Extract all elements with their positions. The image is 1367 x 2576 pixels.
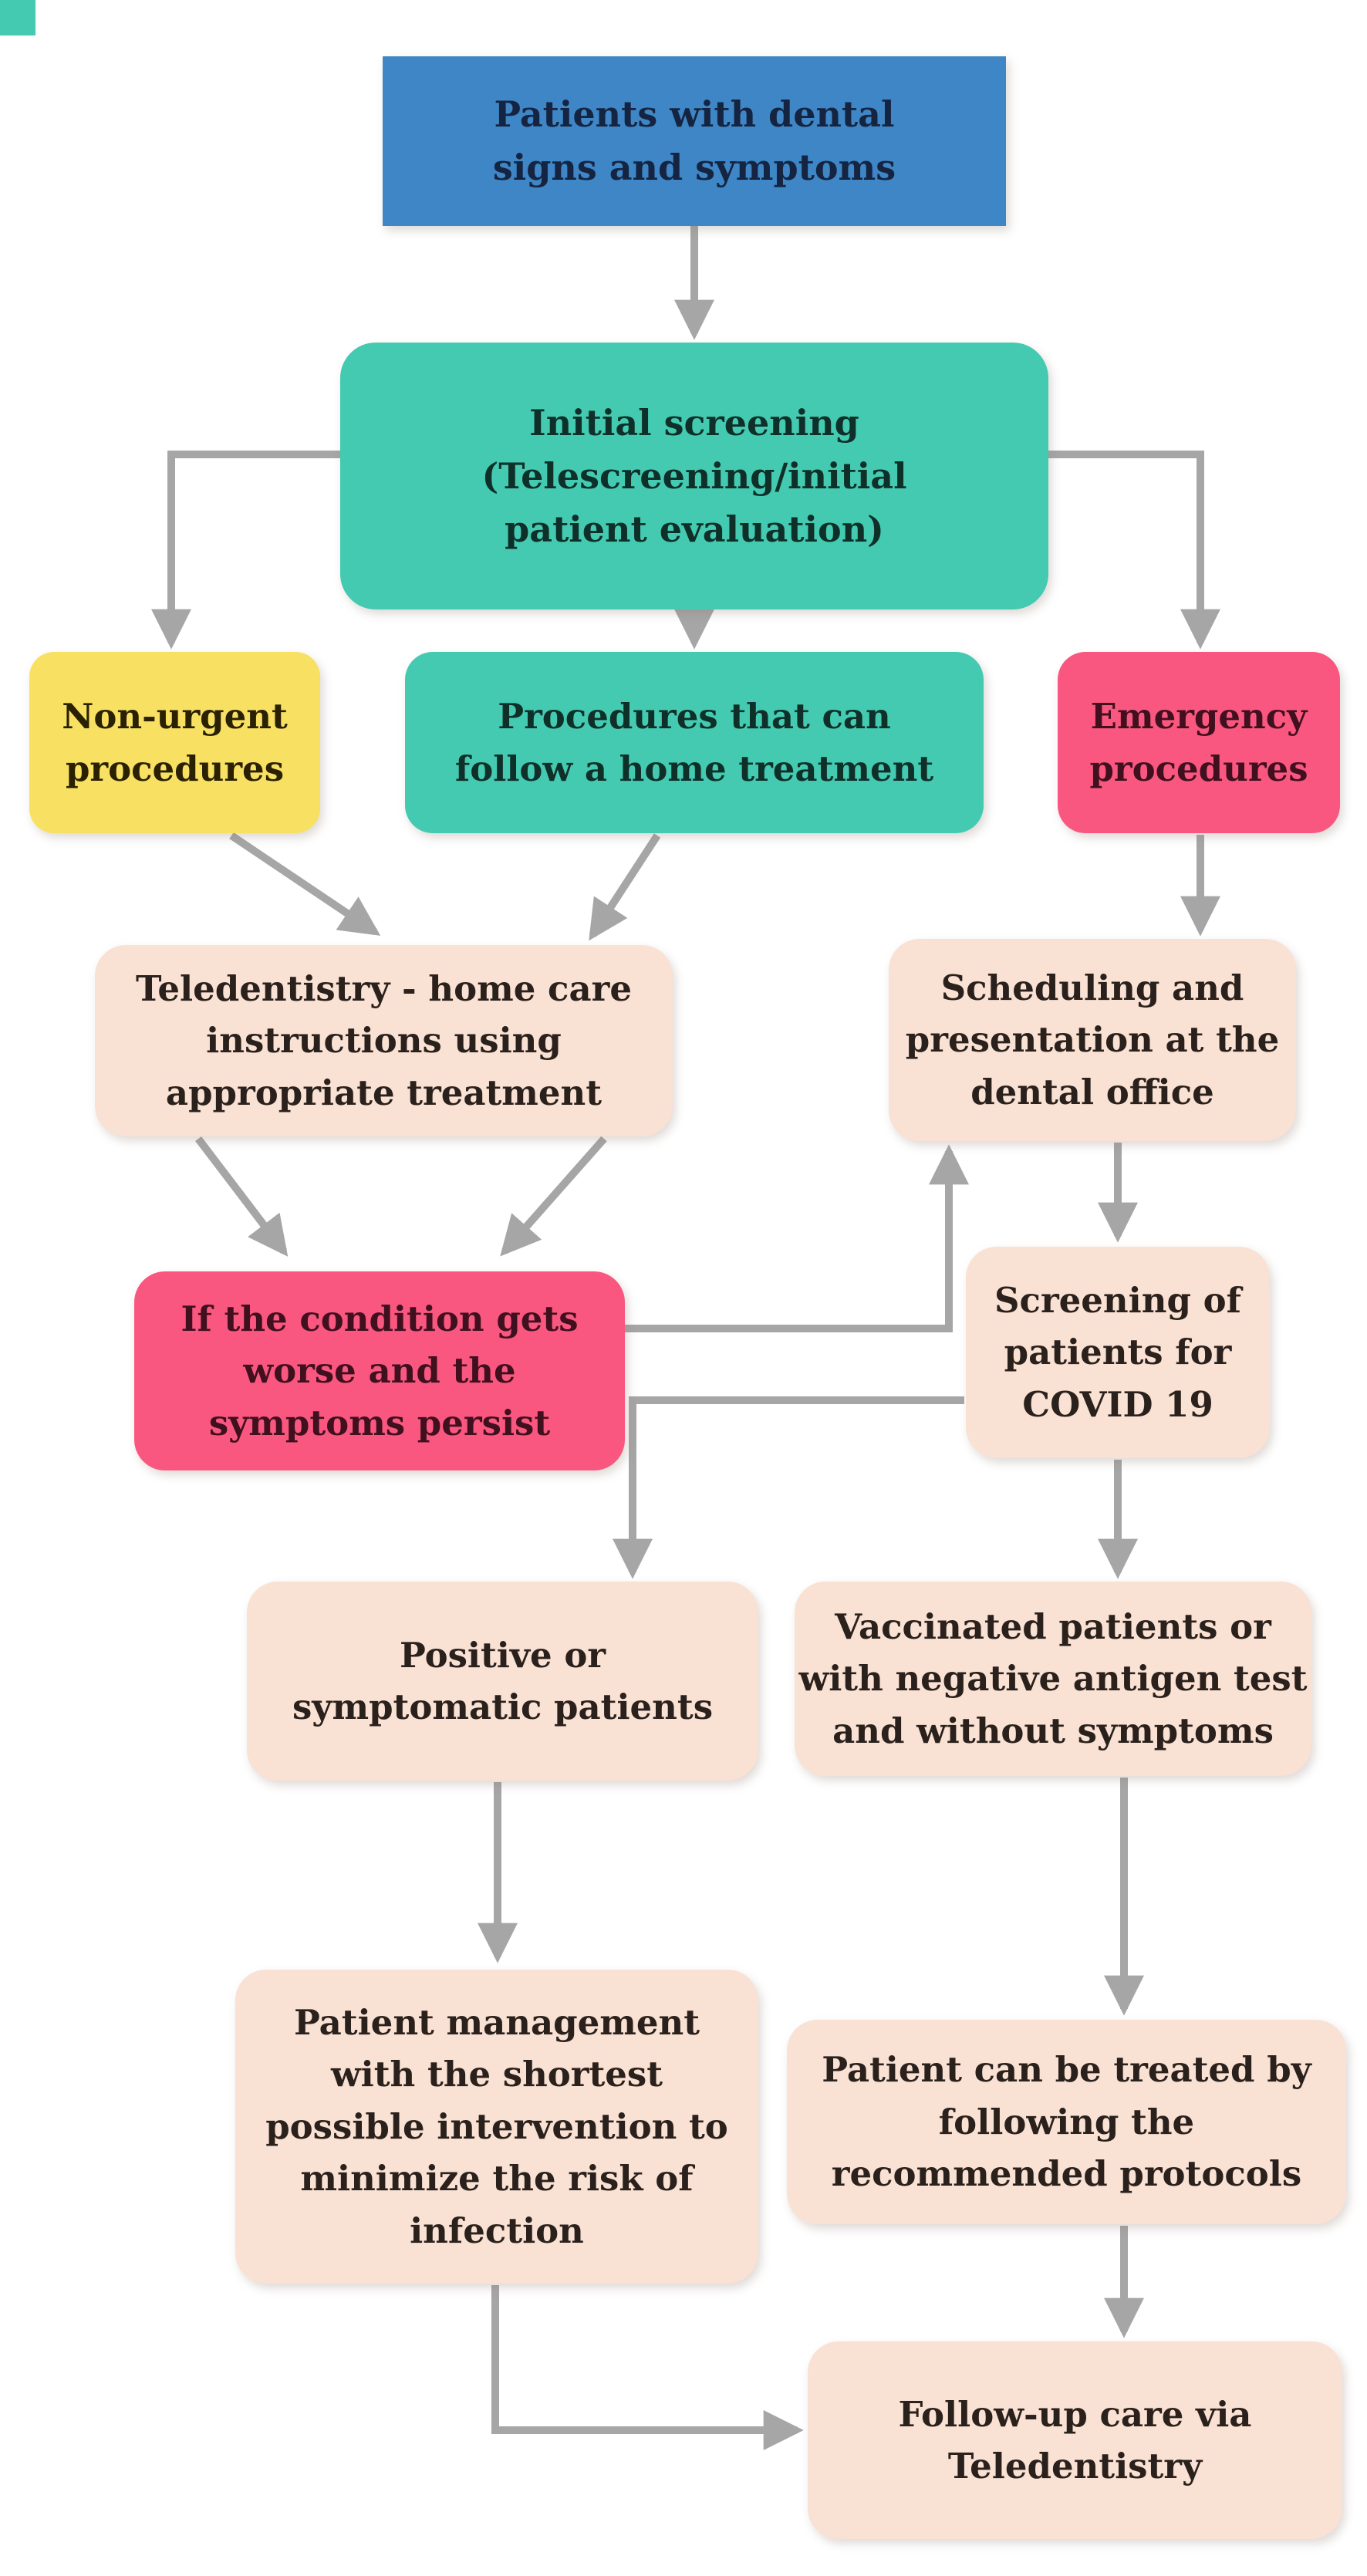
node-protocols: Patient can be treated by following the … [787, 2020, 1346, 2224]
node-positive: Positive or symptomatic patients [247, 1582, 758, 1781]
arrow-non-urgent-to-teledentistry [229, 832, 381, 936]
corner-accent-square [0, 0, 35, 35]
arrow-teledentistry-to-worse-right [500, 1136, 607, 1257]
arrow-worse-to-scheduling [625, 1144, 969, 1332]
node-initial-screening: Initial screening (Telescreening/initial… [340, 343, 1048, 609]
node-emergency: Emergency procedures [1058, 652, 1340, 833]
arrow-home-treatment-to-teledentistry [589, 833, 661, 941]
arrow-screening-to-positive [613, 1396, 964, 1579]
node-followup: Follow-up care via Teledentistry [808, 2341, 1342, 2539]
arrow-management-to-followup [491, 2285, 804, 2450]
arrow-initial-to-non-urgent [151, 451, 340, 650]
node-non-urgent: Non-urgent procedures [29, 652, 320, 833]
node-management: Patient management with the shortest pos… [235, 1970, 758, 2284]
node-patients: Patients with dental signs and symptoms [383, 56, 1006, 226]
node-covid-screening: Screening of patients for COVID 19 [966, 1247, 1270, 1458]
arrow-initial-to-emergency [1048, 451, 1220, 650]
arrow-teledentistry-to-worse-left [195, 1136, 289, 1257]
node-vaccinated: Vaccinated patients or with negative ant… [795, 1582, 1311, 1776]
node-teledentistry: Teledentistry - home care instructions u… [95, 945, 673, 1136]
node-condition-worse: If the condition gets worse and the symp… [134, 1271, 625, 1470]
node-home-treatment: Procedures that can follow a home treatm… [405, 652, 984, 833]
node-scheduling: Scheduling and presentation at the denta… [889, 939, 1296, 1141]
